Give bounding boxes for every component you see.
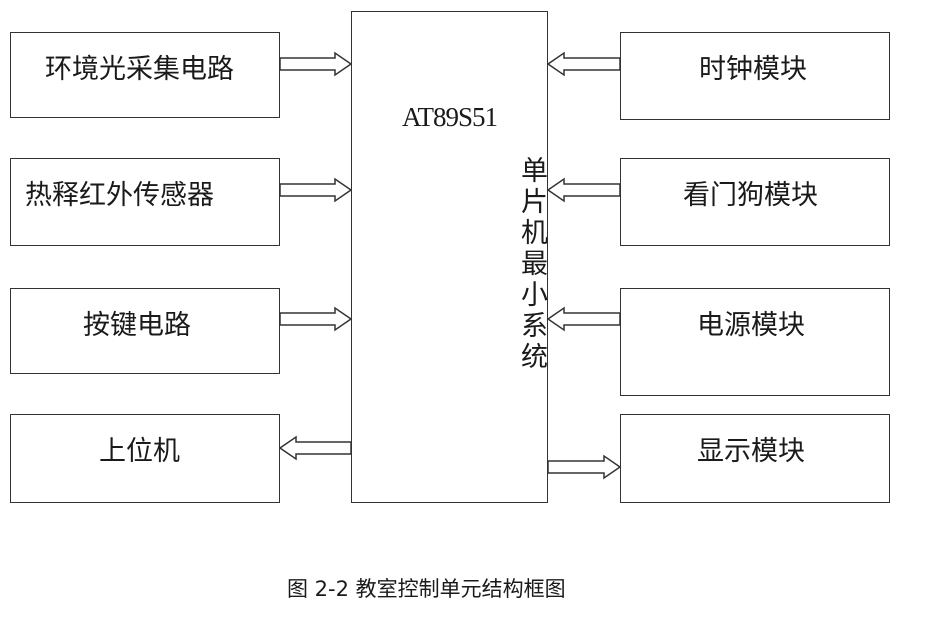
mcu-label-wrapper: 单片机最小系统: [352, 134, 547, 394]
arrow-light-to-mcu: [279, 51, 353, 77]
arrow-pir-to-mcu: [279, 177, 353, 203]
arrow-watchdog-to-mcu: [546, 177, 621, 203]
block-label: 上位机: [99, 436, 180, 467]
block-label: 按键电路: [83, 310, 191, 341]
block-display-module: 显示模块: [620, 414, 890, 503]
figure-caption: 图 2-2 教室控制单元结构框图: [287, 577, 566, 601]
arrow-mcu-to-display: [547, 454, 622, 480]
block-pir-sensor: 热释红外传感器: [10, 158, 280, 246]
block-label: 环境光采集电路: [45, 54, 234, 85]
arrow-key-to-mcu: [279, 306, 353, 332]
block-label: 热释红外传感器: [25, 180, 214, 211]
mcu-chip-name: AT89S51: [401, 102, 498, 132]
block-light-circuit: 环境光采集电路: [10, 32, 280, 118]
block-label: 时钟模块: [699, 54, 807, 85]
block-label: 看门狗模块: [683, 180, 818, 211]
block-watchdog-module: 看门狗模块: [620, 158, 890, 246]
arrow-power-to-mcu: [546, 306, 621, 332]
block-power-module: 电源模块: [620, 288, 890, 396]
block-label: 电源模块: [697, 310, 805, 341]
mcu-label: 单片机最小系统: [516, 155, 547, 373]
block-mcu-minimum-system: AT89S51 单片机最小系统: [351, 11, 548, 503]
block-label: 显示模块: [697, 436, 805, 467]
block-host-pc: 上位机: [10, 414, 280, 503]
block-clock-module: 时钟模块: [620, 32, 890, 120]
block-key-circuit: 按键电路: [10, 288, 280, 374]
arrow-mcu-to-host: [278, 435, 352, 461]
arrow-clock-to-mcu: [546, 51, 621, 77]
